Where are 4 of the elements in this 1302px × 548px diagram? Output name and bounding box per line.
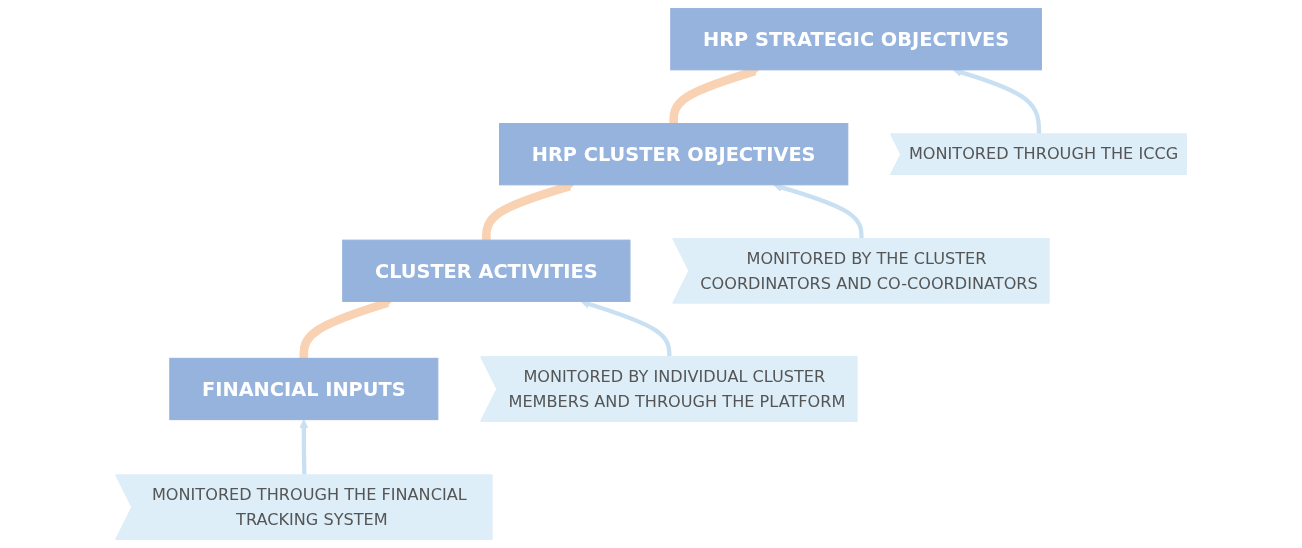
node-box: HRP STRATEGIC OBJECTIVES: [670, 8, 1042, 71]
node-box: HRP CLUSTER OBJECTIVES: [499, 123, 849, 186]
node-box: FINANCIAL INPUTS: [169, 357, 439, 421]
node-box: CLUSTER ACTIVITIES: [342, 239, 631, 302]
